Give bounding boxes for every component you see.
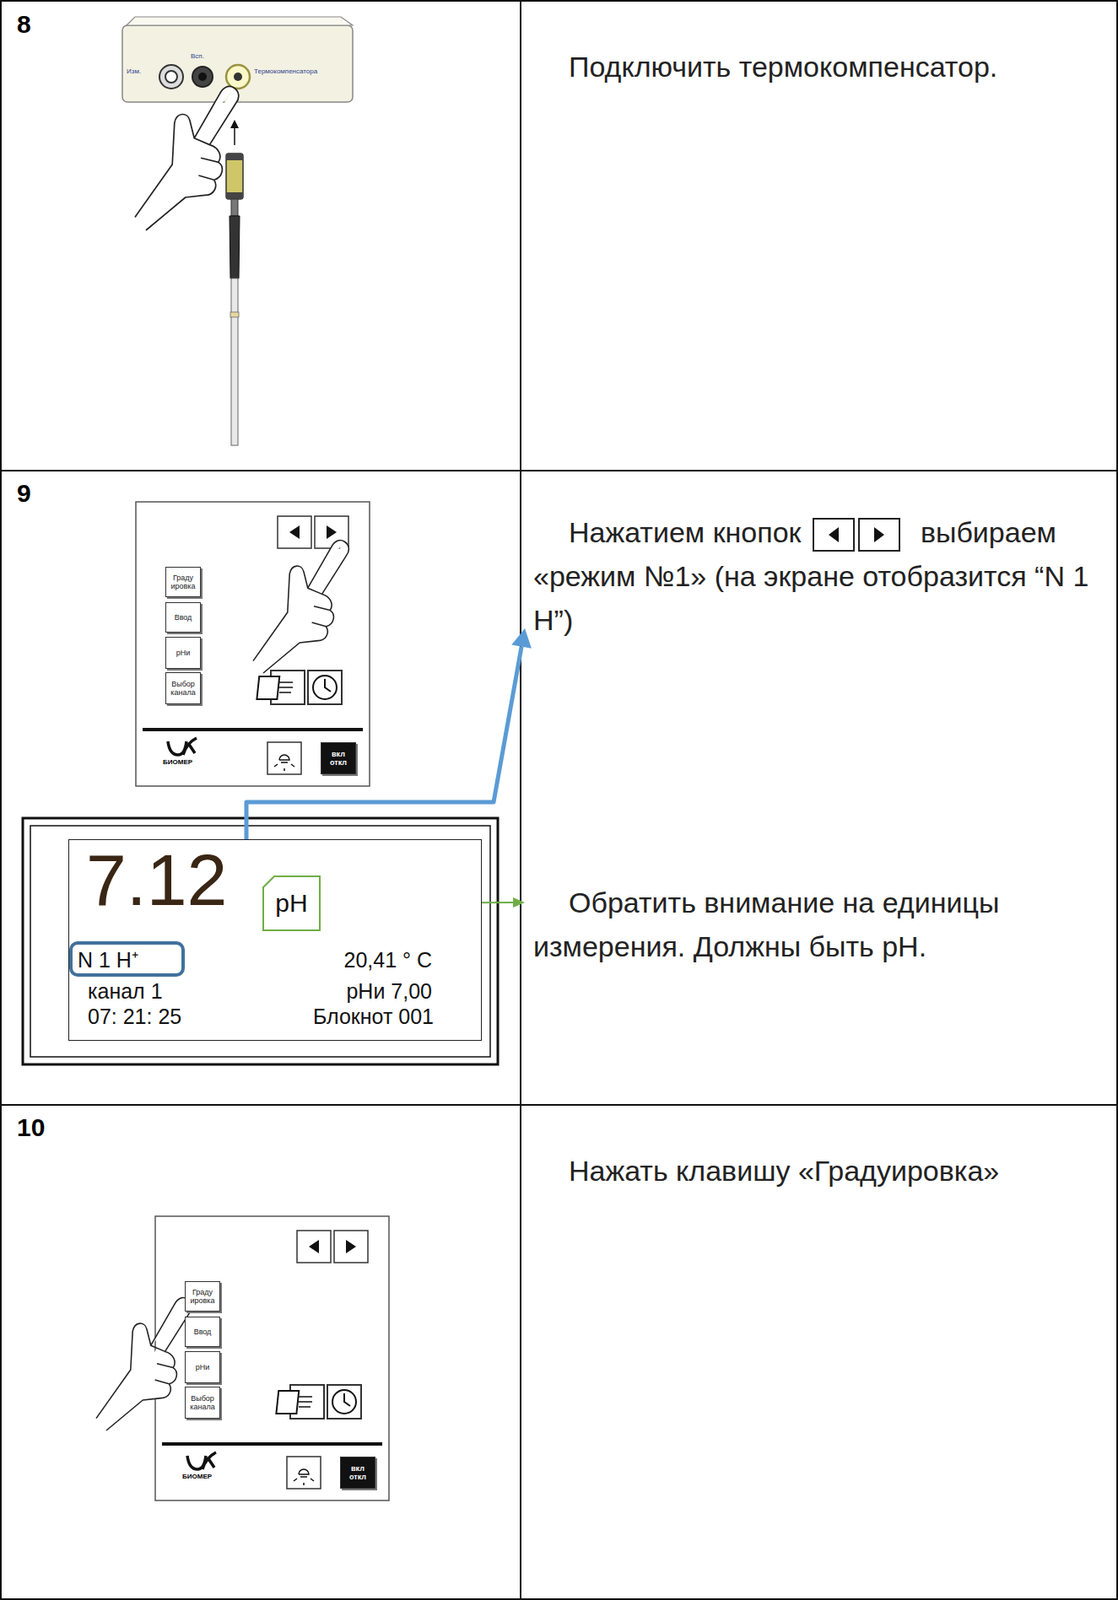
key-button: рНи: [165, 637, 201, 670]
arrow-head: [513, 897, 525, 908]
arrow-keys-icon: [812, 518, 901, 552]
step-number: 8: [16, 10, 32, 39]
node-text: Ввод: [194, 1328, 212, 1337]
node-text: Подключить термокомпенсатор.: [533, 44, 1106, 89]
power-button: вкл откл: [320, 742, 357, 775]
node-text: Блокнот 001: [313, 1004, 434, 1029]
arrow-head: [511, 628, 532, 649]
step-number: 9: [16, 479, 32, 508]
mode-highlight: N 1 H⁺: [69, 941, 185, 978]
key-button: Граду ировка: [165, 567, 201, 598]
step-text: Нажатием кнопок выбираем «режим №1» (на …: [524, 510, 1106, 643]
node-text: Нажать клавишу «Градуировка»: [533, 1149, 1106, 1194]
power-button: вкл откл: [340, 1457, 376, 1490]
node-text: вкл откл: [341, 1464, 374, 1482]
node-text: Граду ировка: [186, 1288, 219, 1306]
node-text: 20,41 ° C: [343, 948, 433, 973]
node-text: Выбор канала: [167, 680, 200, 697]
key-button: рНи: [184, 1351, 221, 1384]
node-text: Ввод: [174, 613, 193, 622]
node-text: рНи 7,00: [345, 979, 433, 1004]
step-text: Обратить внимание на единицы измерения. …: [524, 880, 1106, 969]
brand-logo: БИОМЕР: [162, 758, 193, 767]
unit-tag: pH: [262, 875, 321, 932]
node-text: рНи: [176, 648, 191, 658]
node-text: Нажатием кнопок: [568, 516, 801, 549]
step-text: Подключить термокомпенсатор.: [524, 44, 1106, 89]
reading-value: 7.12: [86, 843, 227, 917]
key-button: Выбор канала: [165, 672, 201, 705]
key-button: Ввод: [184, 1317, 221, 1348]
port-label: Изм.: [126, 67, 141, 76]
step-text: Нажать клавишу «Градуировка»: [524, 1149, 1106, 1194]
node-text: Выбор канала: [186, 1394, 219, 1412]
node-text: 07: 21: 25: [87, 1004, 182, 1029]
node-text: pH: [275, 889, 308, 919]
brand-logo: БИОМЕР: [182, 1473, 212, 1481]
display-screen: 7.12 20,41 ° C канал 1 рНи 7,00 07: 21: 25 Бл…: [68, 839, 482, 1042]
node-text: вкл откл: [322, 750, 355, 767]
key-button: Выбор канала: [184, 1387, 221, 1420]
node-text: канал 1: [87, 979, 163, 1004]
port-label: Всп.: [190, 52, 205, 60]
key-button: Граду ировка: [184, 1281, 221, 1313]
key-button: Ввод: [165, 602, 201, 633]
port-label: Термокомпенсатора: [253, 67, 318, 76]
node-text: Обратить внимание на единицы измерения. …: [533, 880, 1106, 969]
node-text: рНи: [195, 1363, 211, 1372]
step-number: 10: [16, 1113, 45, 1143]
node-text: Граду ировка: [167, 573, 200, 591]
node-text: N 1 H⁺: [77, 945, 139, 974]
